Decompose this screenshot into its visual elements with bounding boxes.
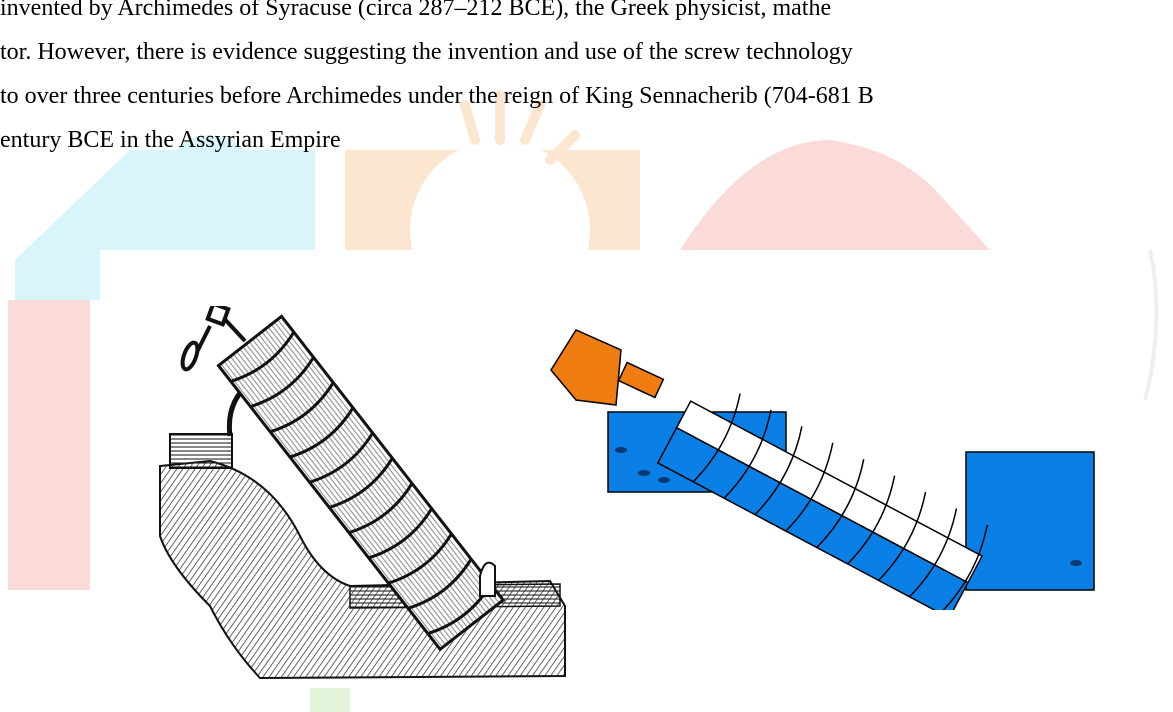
motor-icon: [550, 329, 665, 406]
watermark-green-shape: [310, 688, 350, 712]
paragraph-line-1: invented by Archimedes of Syracuse (circ…: [0, 0, 832, 21]
paragraph-line-4: entury BCE in the Assyrian Empire: [0, 127, 341, 153]
fish-icons: [615, 447, 1082, 566]
paragraph-line-3: to over three centuries before Archimede…: [0, 83, 874, 109]
watermark-gray-stroke: [1143, 249, 1159, 401]
outlet-pipe-shape: [169, 433, 233, 469]
archimedes-screw-diagram: [550, 329, 1095, 610]
archimedes-screw-engraving: [159, 306, 566, 680]
crank-handle-shape: [180, 306, 247, 372]
lower-water-reservoir: [965, 451, 1095, 591]
watermark-cyan-shape: [15, 135, 315, 300]
watermark-orange-shape: [345, 90, 640, 320]
screw-flights: [692, 393, 989, 610]
paragraph-line-2: tor. However, there is evidence suggesti…: [0, 39, 853, 65]
screw-body-shape: [216, 314, 506, 652]
watermark-red-shape: [8, 140, 990, 590]
paragraph: invented by Archimedes of Syracuse (circ…: [0, 0, 1173, 162]
